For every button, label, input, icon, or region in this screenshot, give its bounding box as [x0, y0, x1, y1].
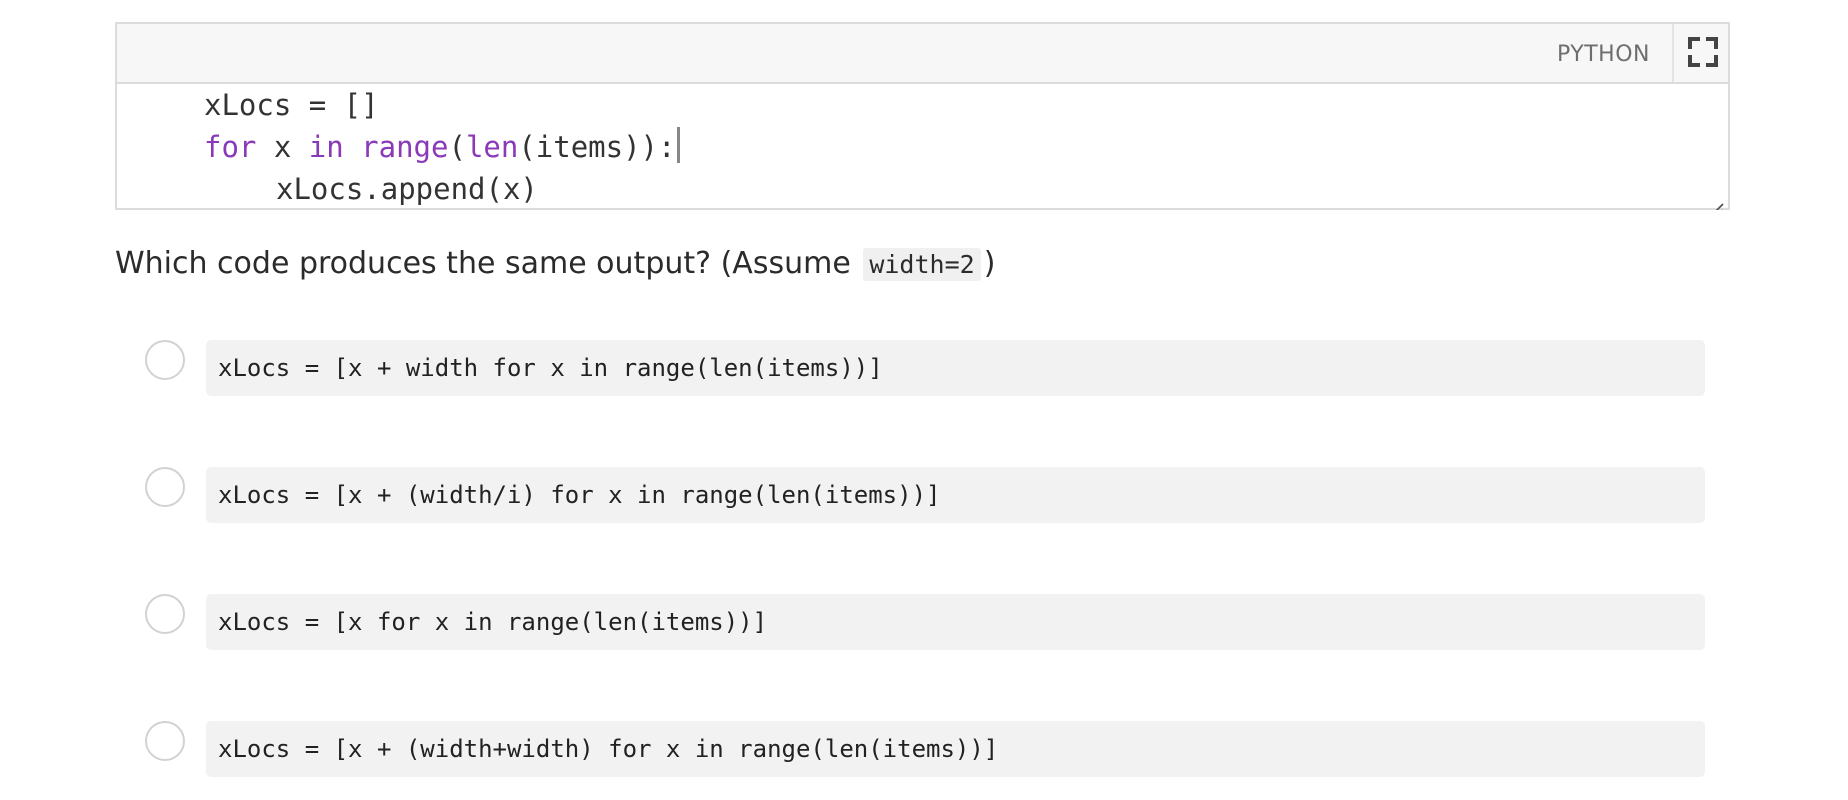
radio-button-1[interactable]	[145, 340, 185, 380]
language-label: PYTHON	[1557, 42, 1650, 67]
radio-button-4[interactable]	[145, 721, 185, 761]
answer-option-4[interactable]: xLocs = [x + (width+width) for x in rang…	[145, 721, 1705, 781]
question-prefix: Which code produces the same output? (As…	[115, 246, 851, 281]
radio-button-2[interactable]	[145, 467, 185, 507]
code-var: x	[256, 130, 309, 164]
code-line-1: xLocs = []	[204, 88, 379, 122]
code-space	[344, 130, 361, 164]
answer-option-2[interactable]: xLocs = [x + (width/i) for x in range(le…	[145, 467, 1705, 527]
option-code-1[interactable]: xLocs = [x + width for x in range(len(it…	[206, 340, 1705, 396]
header-divider	[1672, 24, 1674, 82]
question-suffix: )	[983, 246, 996, 281]
option-code-4[interactable]: xLocs = [x + (width+width) for x in rang…	[206, 721, 1705, 777]
resize-handle[interactable]	[1708, 190, 1724, 210]
keyword-for: for	[204, 130, 257, 164]
builtin-len: len	[465, 130, 519, 164]
question-inline-code: width=2	[863, 248, 981, 281]
resize-handle-icon	[1715, 203, 1724, 210]
editor-body[interactable]: xLocs = [] for x in range(len(items)): x…	[117, 84, 1728, 210]
answer-option-1[interactable]: xLocs = [x + width for x in range(len(it…	[145, 340, 1705, 400]
option-code-2[interactable]: xLocs = [x + (width/i) for x in range(le…	[206, 467, 1705, 523]
code-paren: (	[448, 130, 466, 164]
code-rest: (items)):	[518, 130, 676, 164]
code-editor[interactable]: PYTHON xLocs = [] for x in range(len(ite…	[115, 22, 1730, 210]
keyword-in: in	[308, 130, 344, 164]
question-text: Which code produces the same output? (As…	[115, 246, 995, 281]
builtin-range: range	[361, 130, 449, 164]
option-code-3[interactable]: xLocs = [x for x in range(len(items))]	[206, 594, 1705, 650]
code-line-2: for x in range(len(items)):	[204, 126, 681, 168]
code-line-3: xLocs.append(x)	[276, 172, 538, 206]
radio-button-3[interactable]	[145, 594, 185, 634]
text-cursor	[677, 127, 681, 163]
fullscreen-button[interactable]	[1688, 37, 1718, 67]
answer-option-3[interactable]: xLocs = [x for x in range(len(items))]	[145, 594, 1705, 654]
editor-header: PYTHON	[117, 24, 1728, 84]
fullscreen-icon	[1688, 37, 1718, 67]
